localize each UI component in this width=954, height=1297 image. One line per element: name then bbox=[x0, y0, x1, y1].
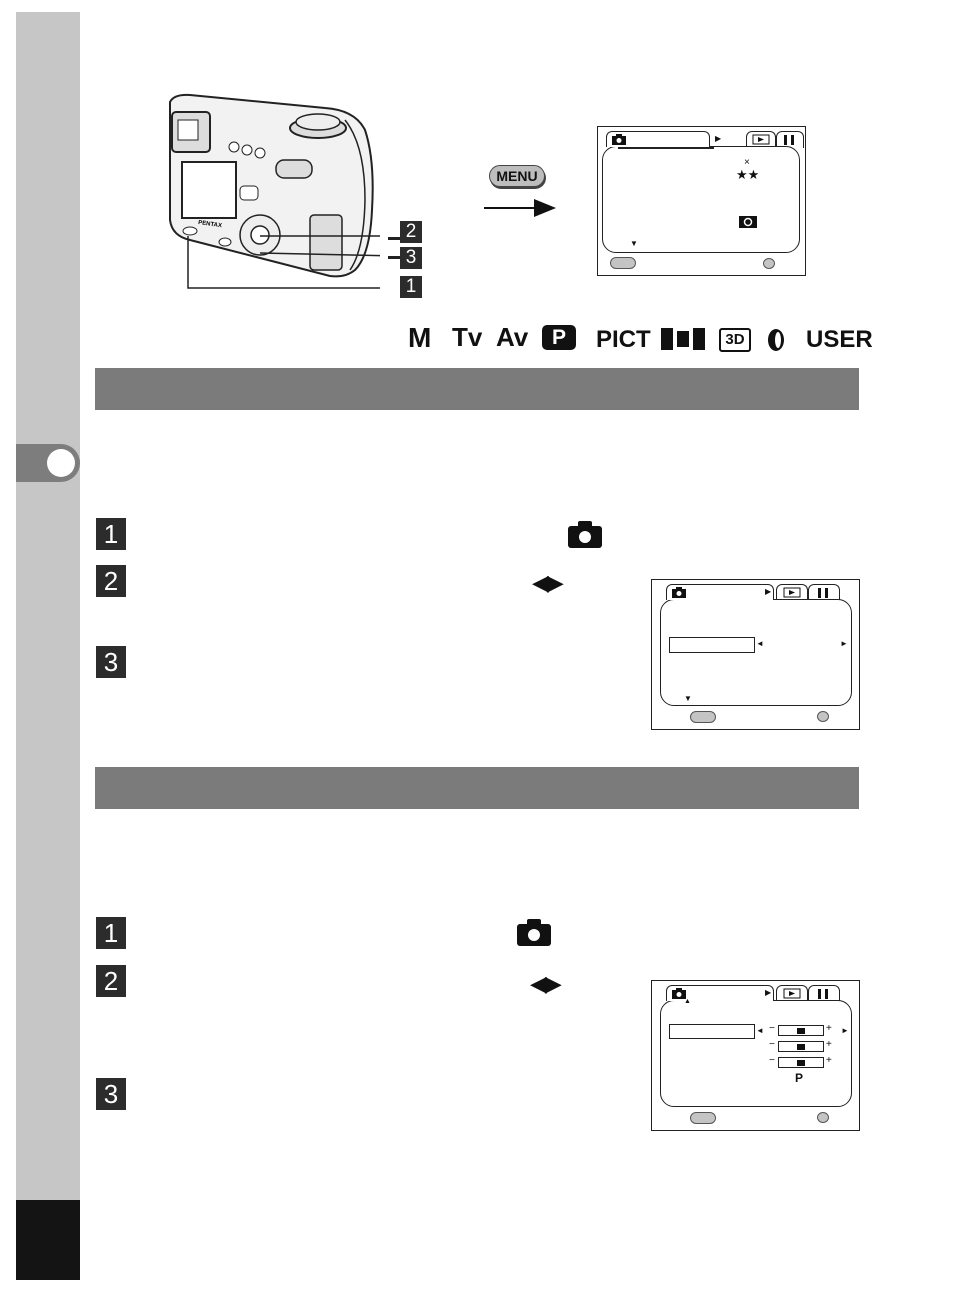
mode-av: Av bbox=[496, 322, 529, 352]
arrow-right-icon bbox=[484, 199, 556, 217]
mode-tv: Tv bbox=[452, 322, 483, 352]
tab-setup bbox=[776, 131, 804, 148]
camera-icon bbox=[672, 587, 686, 598]
panorama-icon bbox=[661, 328, 705, 350]
lcd-screen-sharpness: ▶ ◄ ► ▼ bbox=[651, 579, 860, 730]
lcd-menu-panel bbox=[660, 1000, 852, 1107]
step-1: 1 bbox=[96, 917, 126, 949]
section-header-bar bbox=[95, 767, 859, 809]
page-margin-bar bbox=[16, 12, 80, 1200]
tab-setup bbox=[808, 584, 840, 601]
mode-letter: P bbox=[795, 1071, 804, 1085]
scroll-down-icon: ▼ bbox=[630, 239, 638, 248]
arrow-right-icon: ► bbox=[840, 639, 848, 648]
step-2: 2 bbox=[96, 965, 126, 997]
ok-key-icon bbox=[763, 258, 775, 269]
scroll-up-icon: ▲ bbox=[684, 998, 691, 1005]
chapter-marker bbox=[47, 449, 75, 477]
tab-playback bbox=[746, 131, 776, 148]
mode-p: P bbox=[542, 325, 576, 350]
selected-menu-item bbox=[669, 1024, 755, 1039]
scroll-down-icon: ▼ bbox=[684, 694, 692, 703]
arrow-left-icon: ◄ bbox=[756, 1026, 764, 1035]
selected-menu-item bbox=[669, 637, 755, 653]
lcd-screen-menu: ▶ × ★★ ▼ bbox=[597, 126, 806, 276]
arrow-right-icon: ▶ bbox=[765, 988, 772, 997]
minus-sign: − bbox=[769, 1055, 775, 1066]
callout-1: 1 bbox=[400, 276, 422, 298]
tab-record: ▶ bbox=[666, 985, 774, 1001]
mode-3d: 3D bbox=[719, 328, 751, 352]
menu-key-icon bbox=[690, 711, 716, 723]
callout-3: 3 bbox=[400, 247, 422, 269]
minus-sign: − bbox=[769, 1023, 775, 1034]
step-3: 3 bbox=[96, 646, 126, 678]
camera-icon bbox=[612, 134, 626, 145]
lcd-menu-panel bbox=[602, 146, 800, 253]
level-bar-contrast bbox=[778, 1057, 824, 1068]
plus-sign: + bbox=[826, 1023, 832, 1034]
tab-record: ▶ bbox=[606, 131, 721, 147]
quality-stars: ★★ bbox=[736, 167, 760, 182]
callout-2: 2 bbox=[400, 221, 422, 243]
plus-sign: + bbox=[826, 1055, 832, 1066]
section-header-bar bbox=[95, 368, 859, 410]
menu-key-icon bbox=[690, 1112, 716, 1124]
tab-setup bbox=[808, 985, 840, 1002]
lcd-screen-contrast: ▶ ▲ ◄ − + ► − + − + P bbox=[651, 980, 860, 1131]
camera-icon bbox=[517, 919, 551, 946]
mode-m: M bbox=[408, 322, 432, 353]
tab-record: ▶ bbox=[666, 584, 774, 600]
ok-key-icon bbox=[817, 711, 829, 722]
camera-icon bbox=[568, 521, 602, 548]
plus-sign: + bbox=[826, 1039, 832, 1050]
camera-brand: PENTAX bbox=[198, 220, 223, 229]
size-symbol: × bbox=[744, 157, 750, 168]
mode-strip: M Tv Av P PICT 3D USER bbox=[408, 322, 873, 358]
four-way-left-right-icon: ◀▶ bbox=[530, 971, 562, 996]
step-2: 2 bbox=[96, 565, 126, 597]
page-corner-block bbox=[16, 1200, 80, 1280]
metering-icon bbox=[739, 216, 757, 228]
level-bar-saturation bbox=[778, 1041, 824, 1052]
arrow-right-icon: ► bbox=[841, 1026, 849, 1035]
mode-pict: PICT bbox=[596, 326, 651, 353]
menu-selection-underline bbox=[618, 147, 714, 149]
camera-icon bbox=[672, 988, 686, 999]
arrow-left-icon: ◄ bbox=[756, 639, 764, 648]
menu-key-icon bbox=[610, 257, 636, 269]
camera-illustration: PENTAX bbox=[169, 93, 380, 289]
minus-sign: − bbox=[769, 1039, 775, 1050]
level-bar-sharpness bbox=[778, 1025, 824, 1036]
tab-playback bbox=[776, 584, 808, 601]
four-way-left-right-icon: ◀▶ bbox=[532, 570, 564, 595]
step-1: 1 bbox=[96, 518, 126, 550]
ok-key-icon bbox=[817, 1112, 829, 1123]
menu-button-icon: MENU bbox=[489, 165, 545, 187]
arrow-right-icon: ▶ bbox=[715, 134, 722, 143]
arrow-right-icon: ▶ bbox=[765, 587, 772, 596]
tab-playback bbox=[776, 985, 808, 1002]
step-3: 3 bbox=[96, 1078, 126, 1110]
digital-filter-icon bbox=[768, 329, 784, 351]
mode-user: USER bbox=[806, 326, 873, 353]
